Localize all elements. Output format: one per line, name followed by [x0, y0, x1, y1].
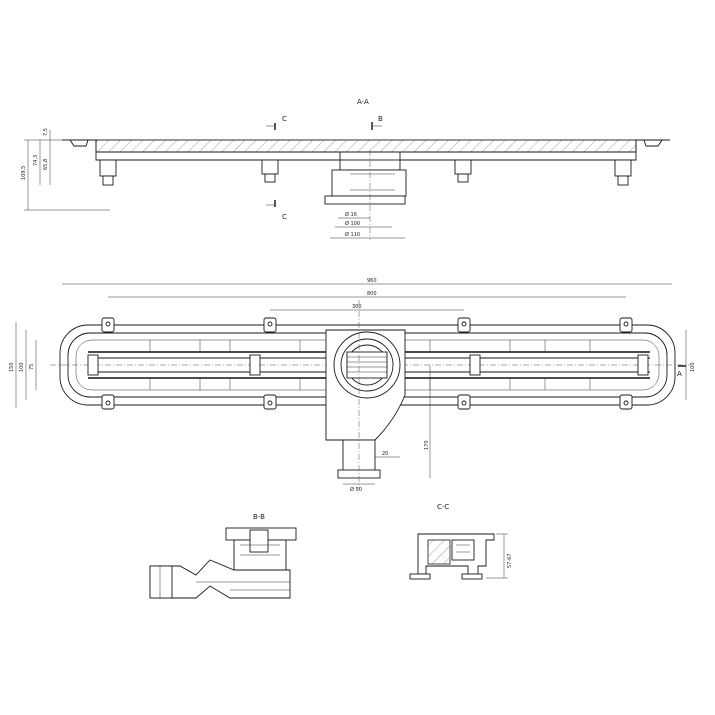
section-cc-label: C-C: [437, 503, 449, 511]
dim-plan-between-feet: 800: [367, 291, 377, 297]
cut-c-bottom-label: C: [282, 213, 287, 221]
grate-divisions: [149, 340, 591, 390]
drain-trap-plan: [325, 300, 406, 490]
cut-line-c-top: C: [266, 115, 287, 130]
plan-view: 960 800 300: [9, 278, 696, 493]
dim-aa-d16: Ø 16: [345, 211, 357, 218]
section-cc-view: C-C 57-67: [409, 503, 513, 580]
channel-body-left: [70, 139, 341, 161]
section-aa-view: A-A B C C: [21, 98, 670, 240]
adjustable-foot-2: [261, 159, 279, 183]
grate-hatched-strip: [95, 139, 637, 153]
dim-aa-mid: 74,3: [33, 155, 39, 166]
section-bb-view: B-B: [149, 513, 297, 599]
aa-diameter-dims: Ø 16 Ø 100 Ø 110: [330, 211, 405, 239]
dim-aa-total: 109,5: [21, 166, 27, 180]
cut-line-c-bottom: C: [266, 200, 287, 221]
grate-clips: [87, 354, 649, 376]
dim-aa-top: 7,5: [43, 128, 49, 136]
aa-dimensions-left: 109,5 74,3 65,8 7,5: [21, 128, 110, 211]
channel-body-right: [399, 139, 662, 161]
dim-plan-overall: 960: [367, 278, 377, 284]
cut-c-top-label: C: [282, 115, 287, 123]
adjustable-foot-1: [99, 159, 117, 186]
dim-plan-center: 300: [352, 304, 362, 310]
dim-plan-height-b: 100: [19, 362, 25, 372]
dim-plan-right-h: 100: [690, 362, 696, 372]
dim-aa-small: 65,8: [43, 159, 49, 170]
dim-plan-outlet-offset: 20: [382, 451, 388, 457]
adjustable-foot-3: [454, 159, 472, 183]
dim-plan-height-a: 150: [9, 362, 15, 372]
siphon-outlet: [324, 150, 407, 240]
mounting-tabs: [101, 317, 633, 410]
cut-a-label: A: [677, 370, 682, 378]
section-bb-label: B-B: [253, 513, 265, 521]
cut-b-label: B: [378, 115, 383, 123]
flange-left: [62, 139, 96, 147]
dim-plan-height-c: 75: [29, 364, 35, 370]
dim-plan-outlet-d: Ø 50: [350, 486, 362, 493]
flange-right: [636, 139, 670, 147]
dim-aa-d100: Ø 100: [345, 220, 360, 227]
dim-cc-height: 57-67: [507, 553, 513, 568]
section-aa-label: A-A: [357, 98, 369, 106]
adjustable-foot-4: [614, 159, 632, 186]
dim-plan-outlet-drop: 170: [424, 440, 430, 450]
cut-line-b: B: [371, 115, 383, 130]
dim-aa-d110: Ø 110: [345, 231, 360, 238]
